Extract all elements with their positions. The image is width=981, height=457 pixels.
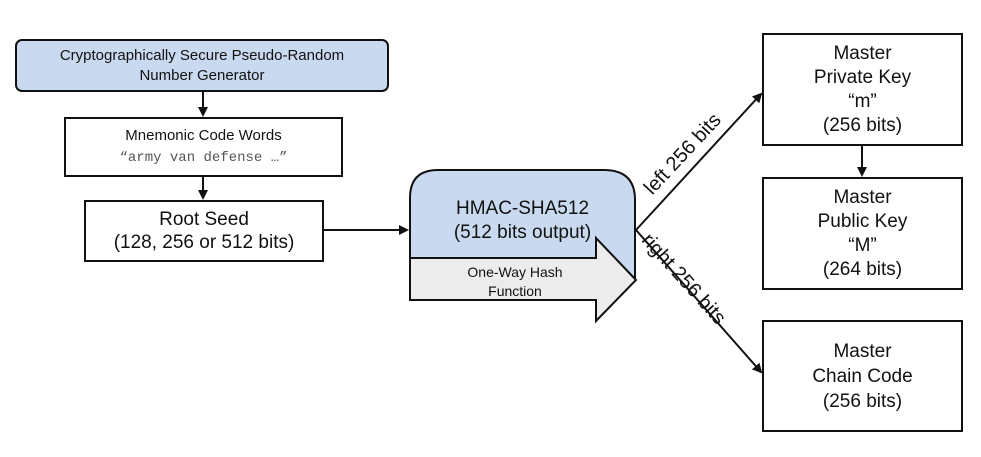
arrow-hmac-to-chain-code	[635, 229, 763, 374]
master-private-line3: “m”	[848, 90, 877, 112]
master-private-line2: Private Key	[813, 66, 912, 88]
master-public-line3: “M”	[848, 234, 877, 256]
master-chain-code-box: Master Chain Code (256 bits)	[762, 320, 963, 432]
master-private-line1: Master	[833, 42, 892, 64]
master-public-line2: Public Key	[817, 210, 908, 232]
hash-function-arrow-shape	[409, 235, 638, 324]
master-chain-line3: (256 bits)	[822, 390, 903, 412]
root-seed-title: Root Seed	[159, 209, 249, 230]
master-public-line1: Master	[833, 186, 892, 208]
arrow-hmac-to-private-key	[635, 92, 763, 231]
csprng-line2: Number Generator	[139, 66, 265, 84]
hmac-title: HMAC-SHA512	[455, 198, 590, 219]
hash-function-line1: One-Way Hash	[467, 264, 563, 280]
master-public-line4: (264 bits)	[822, 258, 903, 280]
root-seed-box: Root Seed (128, 256 or 512 bits)	[84, 200, 324, 262]
master-private-key-box: Master Private Key “m” (256 bits)	[762, 33, 963, 146]
csprng-box: Cryptographically Secure Pseudo-Random N…	[15, 39, 389, 92]
root-seed-bits: (128, 256 or 512 bits)	[113, 232, 295, 253]
master-private-line4: (256 bits)	[822, 114, 903, 136]
hmac-output: (512 bits output)	[453, 222, 592, 243]
master-chain-line2: Chain Code	[812, 365, 913, 387]
mnemonic-box: Mnemonic Code Words “army van defense …”	[64, 117, 343, 177]
mnemonic-title: Mnemonic Code Words	[125, 127, 282, 144]
mnemonic-words: “army van defense …”	[119, 150, 288, 166]
csprng-line1: Cryptographically Secure Pseudo-Random	[59, 46, 345, 64]
master-chain-line1: Master	[833, 340, 892, 362]
master-public-key-box: Master Public Key “M” (264 bits)	[762, 177, 963, 290]
hash-function-line2: Function	[488, 283, 542, 299]
